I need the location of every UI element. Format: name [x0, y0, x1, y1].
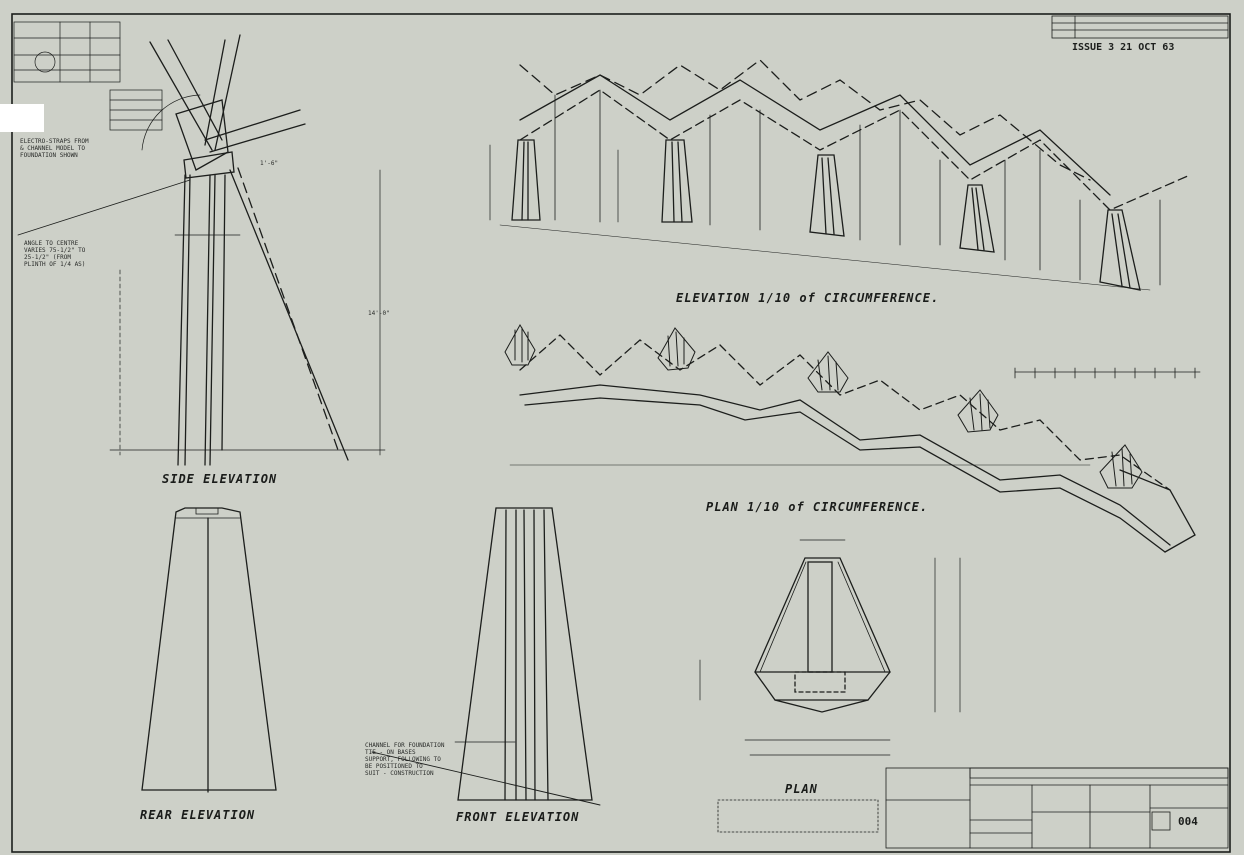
note-reinforcement: ELECTRO-STRAPS FROM & CHANNEL MODEL TO F… [20, 138, 89, 159]
revision-block [1051, 15, 1229, 39]
issue-stamp: ISSUE 3 21 OCT 63 [1072, 42, 1175, 53]
note-channel: CHANNEL FOR FOUNDATION TIE - ON BASES SU… [365, 742, 445, 777]
label-rear-elevation: REAR ELEVATION [140, 808, 256, 822]
plan-node [1099, 444, 1143, 489]
sheet-number: 004 [1178, 815, 1198, 828]
label-side-elevation: SIDE ELEVATION [162, 472, 278, 486]
rear-elevation-view [141, 507, 277, 793]
plan-detail-view [699, 539, 961, 756]
label-plan-circumference: PLAN 1/10 of CIRCUMFERENCE. [706, 500, 929, 514]
scale-bar [1014, 367, 1201, 379]
plan-node [957, 389, 999, 433]
label-front-elevation: FRONT ELEVATION [456, 810, 580, 824]
label-plan: PLAN [785, 782, 818, 796]
note-dim-side: 1'-6" [260, 160, 279, 167]
plan-node [657, 327, 696, 371]
plan-node [807, 351, 849, 393]
legend-grid [13, 21, 163, 131]
plan-circumference-view [504, 324, 1201, 553]
elevation-circumference-view [489, 59, 1191, 291]
label-elevation-circumference: ELEVATION 1/10 of CIRCUMFERENCE. [676, 291, 940, 305]
plan-node [504, 324, 536, 366]
note-dim-14: 14'-0" [368, 310, 390, 317]
side-elevation-view [17, 34, 386, 466]
note-angle: ANGLE TO CENTRE VARIES 75-1/2" TO 25-1/2… [24, 240, 86, 268]
front-elevation-view [371, 507, 601, 806]
sheet-border [11, 13, 1231, 853]
redaction-box [0, 104, 44, 132]
title-block [717, 767, 1229, 849]
